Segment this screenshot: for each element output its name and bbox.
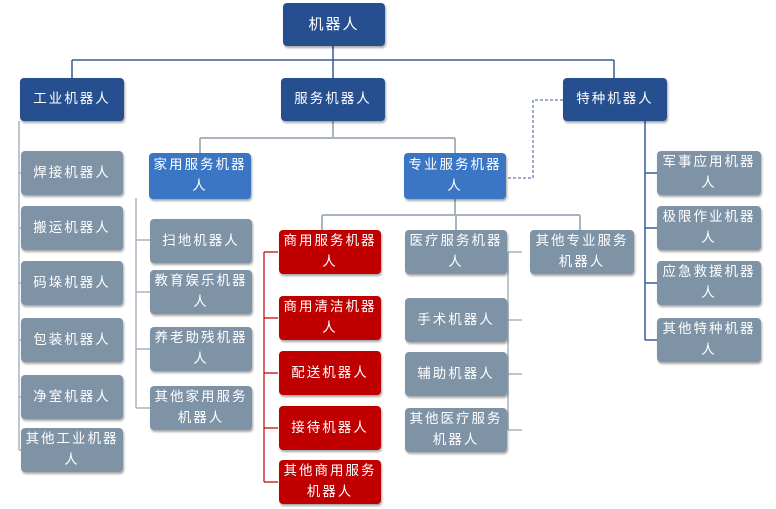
node-industrial-item: 码垛机器人	[21, 261, 123, 305]
connector-dashed	[507, 99, 563, 179]
node-special-item: 极限作业机器人	[657, 206, 761, 250]
node-industrial-item: 包装机器人	[21, 318, 123, 362]
connector-root	[71, 46, 615, 78]
node-commercial-service: 商用服务机器人	[279, 230, 381, 274]
node-root: 机器人	[283, 3, 385, 46]
node-special-item: 应急救援机器人	[657, 261, 761, 305]
connector-special	[644, 121, 657, 341]
node-professional-service: 专业服务机器人	[404, 153, 506, 199]
node-industrial-item: 焊接机器人	[21, 151, 123, 195]
node-special: 特种机器人	[563, 78, 667, 121]
node-industrial-item: 净室机器人	[21, 375, 123, 419]
node-industrial: 工业机器人	[20, 78, 124, 121]
node-home-item: 养老助残机器人	[150, 327, 252, 371]
node-special-item: 军事应用机器人	[657, 151, 761, 195]
node-medical-service: 医疗服务机器人	[405, 230, 507, 274]
node-other-professional: 其他专业服务机器人	[530, 230, 634, 274]
node-medical-item: 辅助机器人	[405, 352, 507, 396]
node-special-item: 其他特种机器人	[657, 318, 761, 362]
node-medical-item: 其他医疗服务机器人	[405, 408, 507, 452]
node-commercial-item: 其他商用服务机器人	[279, 460, 381, 504]
node-home-item: 其他家用服务机器人	[150, 386, 252, 430]
node-home-service: 家用服务机器人	[149, 153, 251, 199]
node-commercial-item: 接待机器人	[279, 406, 381, 450]
node-service: 服务机器人	[281, 78, 385, 121]
node-home-item: 教育娱乐机器人	[150, 270, 252, 314]
node-industrial-item: 搬运机器人	[21, 206, 123, 250]
connector-professional	[321, 199, 581, 230]
node-home-item: 扫地机器人	[150, 219, 252, 263]
connector-industrial	[18, 121, 22, 451]
node-medical-item: 手术机器人	[405, 298, 507, 342]
node-commercial-item: 商用清洁机器人	[279, 296, 381, 340]
node-industrial-item: 其他工业机器人	[21, 428, 123, 472]
connector-home	[135, 198, 150, 409]
connector-commercial	[263, 251, 278, 483]
connector-service	[199, 121, 456, 153]
node-commercial-item: 配送机器人	[279, 351, 381, 395]
connector-medical	[507, 251, 522, 431]
